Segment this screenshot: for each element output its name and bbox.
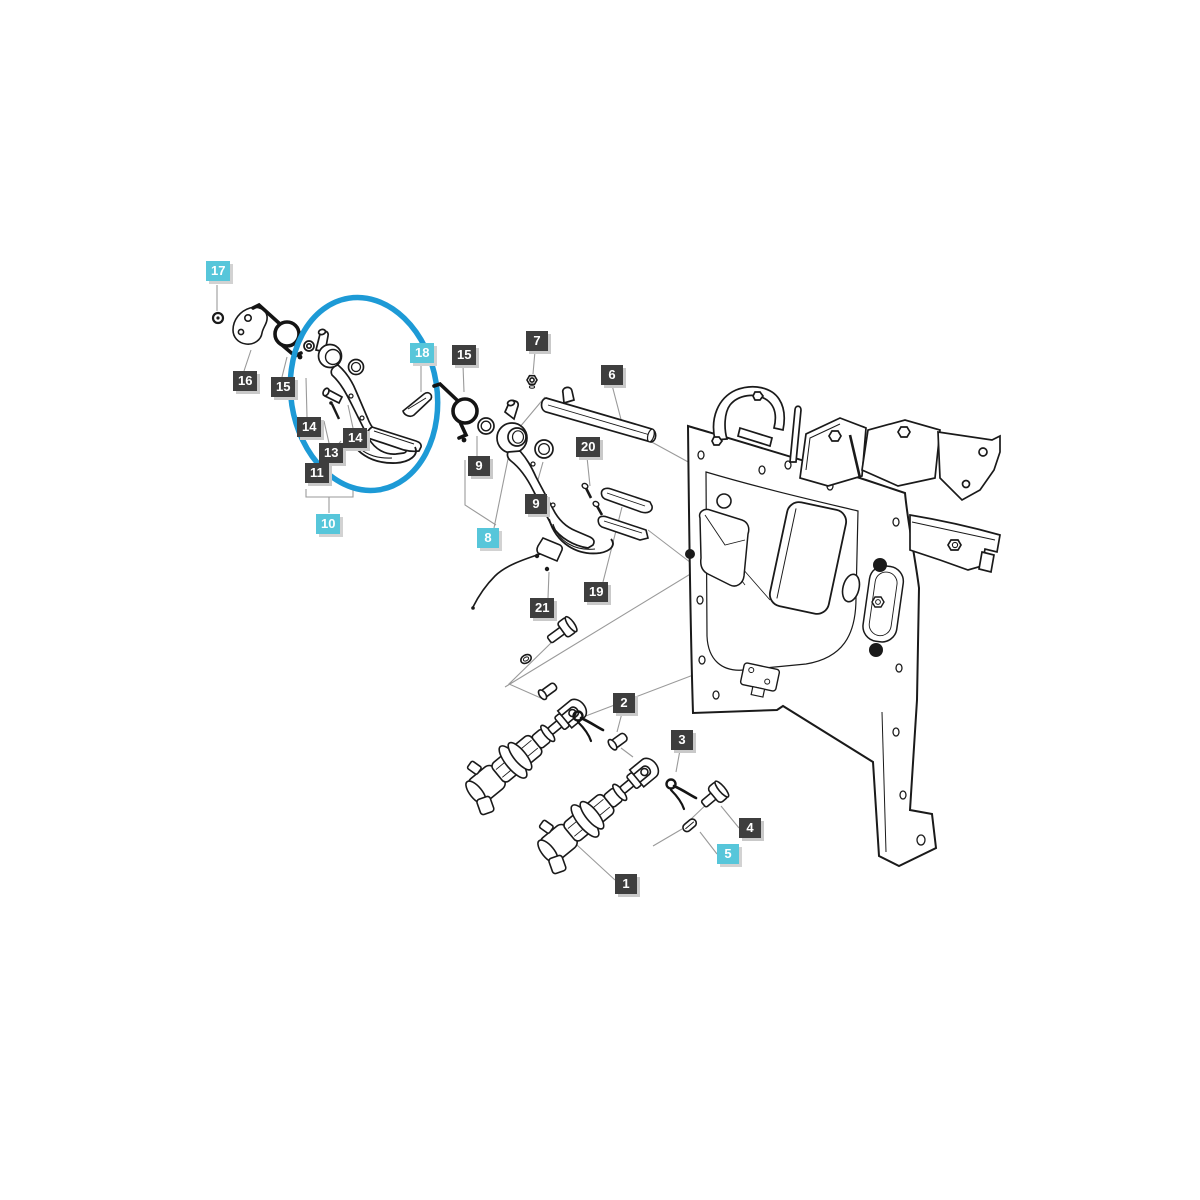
part-callout-15[interactable]: 15 [271, 377, 296, 397]
part-callout-18[interactable]: 18 [410, 343, 435, 363]
cotter-pin-3-drawing [665, 778, 698, 811]
rod-18-drawing [402, 392, 433, 418]
washer-9-right-drawing [534, 439, 554, 459]
part-callout-14[interactable]: 14 [343, 428, 368, 448]
part-callout-17[interactable]: 17 [206, 261, 231, 281]
rod-6-drawing [540, 386, 657, 443]
nut-17-drawing [211, 311, 225, 325]
spring-15-left-drawing [251, 302, 303, 360]
frame-side-arm-drawing [909, 513, 1001, 574]
master-cylinder-upper-drawing [465, 698, 588, 816]
spring-15-right-drawing [432, 381, 479, 443]
master-cylinder-lower-drawing [537, 757, 660, 875]
part-callout-21[interactable]: 21 [530, 598, 555, 618]
pedal-8-drawing [496, 399, 614, 555]
part-callout-4[interactable]: 4 [739, 818, 761, 838]
part-callout-2[interactable]: 2 [613, 693, 635, 713]
part-callout-19[interactable]: 19 [584, 582, 609, 602]
nut-7-drawing [526, 374, 538, 389]
part-callout-20[interactable]: 20 [576, 437, 601, 457]
part-callout-6[interactable]: 6 [601, 365, 623, 385]
switch-19-21-drawing [471, 537, 564, 610]
frame-top-brackets-drawing [711, 386, 1001, 502]
plate-19-drawing [597, 487, 653, 541]
part-callout-8[interactable]: 8 [477, 528, 499, 548]
part-callout-9[interactable]: 9 [525, 494, 547, 514]
screws-20-drawing [581, 482, 604, 516]
part-callout-5[interactable]: 5 [717, 844, 739, 864]
pin-2-drawing [607, 732, 628, 751]
part-callout-13[interactable]: 13 [319, 443, 344, 463]
frame-plate-drawing [685, 424, 938, 868]
part-callout-3[interactable]: 3 [671, 730, 693, 750]
part-callout-9[interactable]: 9 [468, 456, 490, 476]
bolt-4-drawing [700, 780, 730, 808]
highlight-ellipse [287, 294, 441, 494]
part-callout-10[interactable]: 10 [316, 514, 341, 534]
washer-9-left-drawing [477, 417, 495, 435]
part-callout-14[interactable]: 14 [297, 417, 322, 437]
part-callout-11[interactable]: 11 [305, 463, 329, 483]
part-callout-7[interactable]: 7 [526, 331, 548, 351]
part-callout-1[interactable]: 1 [615, 874, 637, 894]
pin-5-drawing [682, 818, 698, 833]
part-callout-15[interactable]: 15 [452, 345, 477, 365]
lever-assembly-drawing [303, 328, 422, 464]
bolt-drawing [520, 615, 578, 701]
bracket-16-drawing [232, 306, 268, 345]
cotter-pin-upper-drawing [572, 710, 605, 743]
part-callout-16[interactable]: 16 [233, 371, 258, 391]
